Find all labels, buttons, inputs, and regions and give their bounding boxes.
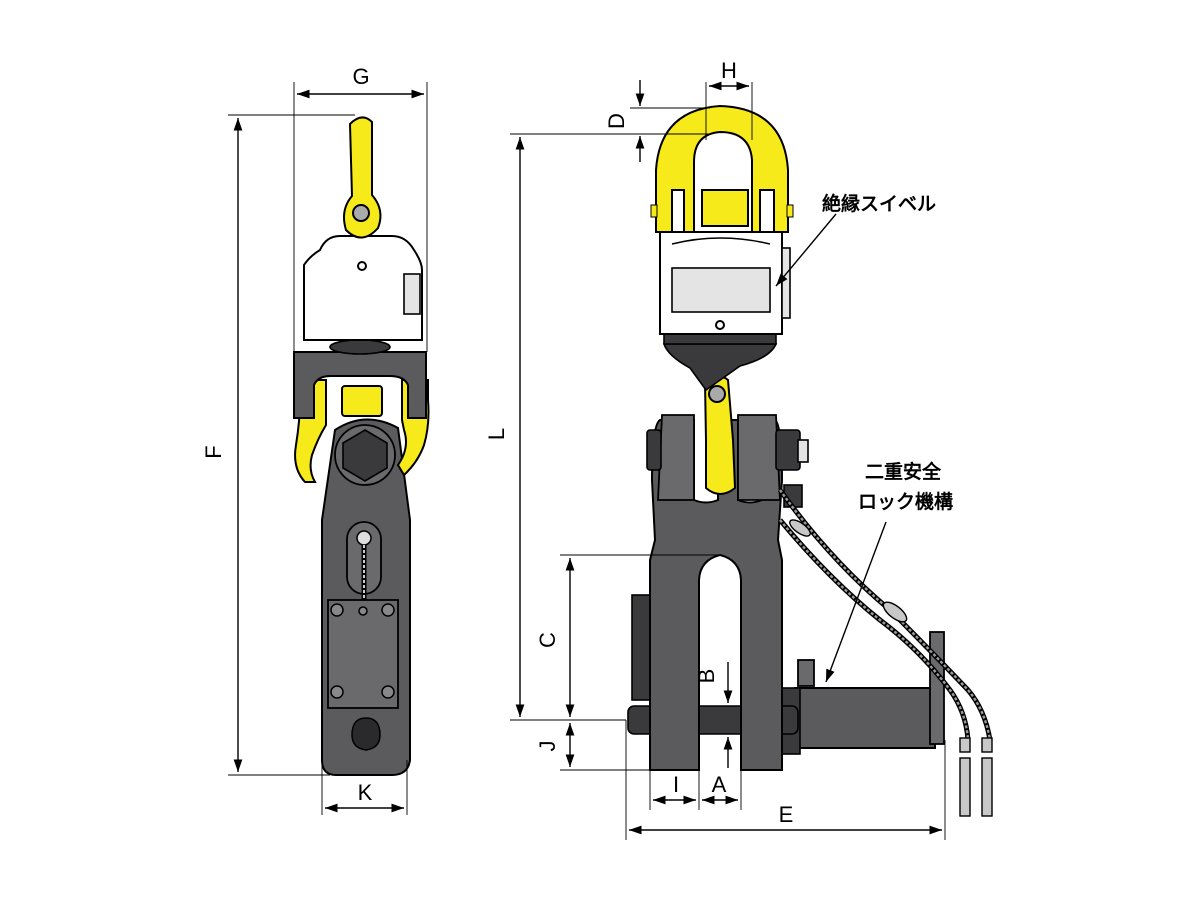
dim-label-L: L <box>484 428 509 440</box>
dim-label-B: B <box>694 669 719 684</box>
lock-cylinder <box>794 687 936 749</box>
terminal-1 <box>959 737 971 753</box>
side-dimensions <box>510 80 946 840</box>
dim-label-D: D <box>604 113 629 129</box>
front-swivel <box>303 235 423 341</box>
front-swivel-disk <box>329 339 391 355</box>
hex-nut <box>342 429 388 482</box>
terminal-2 <box>981 737 993 753</box>
dim-label-J: J <box>535 741 560 752</box>
dim-label-E: E <box>779 802 794 827</box>
callout-lock-line1: 二重安全 <box>865 460 942 483</box>
front-view <box>293 116 430 776</box>
side-view <box>627 104 993 817</box>
swivel-leader <box>775 213 837 287</box>
hanger-block <box>662 343 778 392</box>
labels: G F K H D L C J B I A E 絶縁スイベル 二重安全 ロック機… <box>201 58 953 827</box>
dim-label-I: I <box>673 772 679 797</box>
lock-leader <box>825 521 887 683</box>
dim-label-A: A <box>712 772 727 797</box>
dim-label-G: G <box>352 64 369 89</box>
callout-lock-line2: ロック機構 <box>858 490 953 513</box>
dim-label-K: K <box>358 780 373 805</box>
dim-label-C: C <box>535 632 560 648</box>
dim-label-F: F <box>201 445 226 458</box>
callout-swivel: 絶縁スイベル <box>822 192 936 215</box>
side-top-shackle <box>655 104 789 233</box>
dim-label-H: H <box>721 58 737 83</box>
front-top-handle <box>343 116 382 239</box>
front-yoke <box>293 351 427 419</box>
front-dimensions <box>228 82 428 815</box>
lock-end-plate <box>929 631 945 745</box>
